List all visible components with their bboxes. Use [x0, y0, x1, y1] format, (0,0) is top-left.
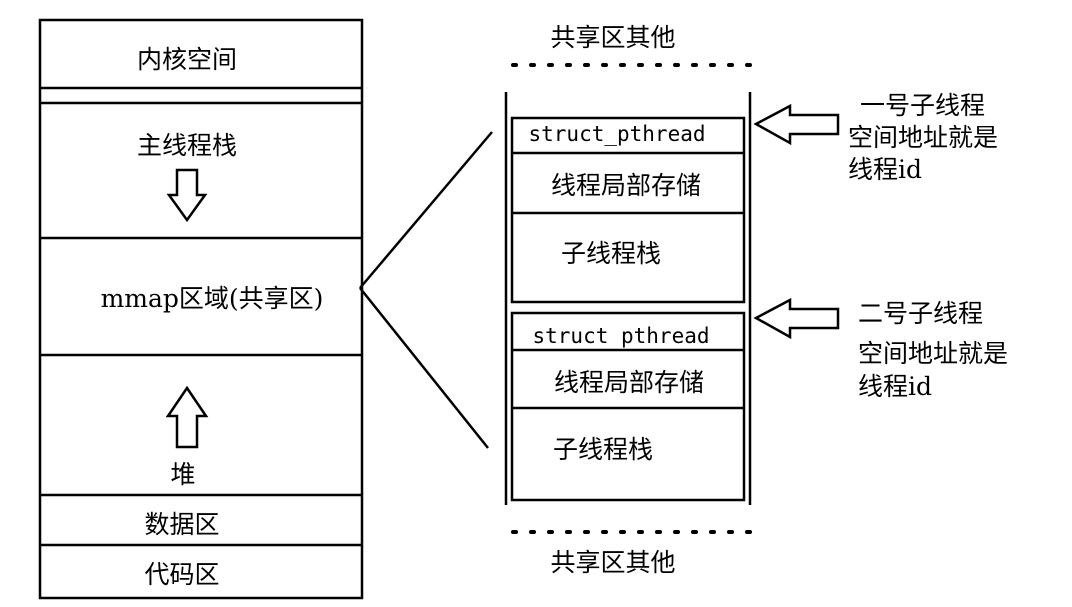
- arrow-left-icon: [753, 297, 840, 340]
- thread1-note-line3: 线程id: [848, 155, 922, 184]
- thread2-note-line1: 二号子线程: [858, 299, 984, 328]
- thread1-note-line1: 一号子线程: [860, 91, 986, 120]
- shared-other-top-label: 共享区其他: [550, 23, 676, 52]
- thread1-note-line2: 空间地址就是: [848, 123, 999, 152]
- data-segment-label: 数据区: [144, 510, 220, 539]
- code-segment-label: 代码区: [144, 560, 220, 589]
- arrow-left-icon: [753, 103, 840, 146]
- thread1-struct-label: struct_pthread: [528, 122, 706, 146]
- memory-column-border: [38, 18, 364, 600]
- thread2-block: [510, 311, 746, 502]
- arrow-down-icon: [166, 168, 208, 223]
- kernel-space-label: 内核空间: [136, 45, 238, 74]
- zoom-line-bottom: [359, 287, 489, 449]
- thread2-struct-label: struct pthread: [532, 324, 710, 348]
- thread1-block: [510, 116, 746, 304]
- thread2-note-line3: 线程id: [858, 372, 932, 401]
- thread1-tls-label: 线程局部存储: [550, 171, 702, 200]
- mmap-region-label: mmap区域(共享区): [100, 284, 324, 313]
- main-thread-stack-label: 主线程栈: [136, 131, 238, 160]
- thread2-tls-label: 线程局部存储: [553, 368, 705, 397]
- thread2-note-line2: 空间地址就是: [858, 339, 1009, 368]
- heap-label: 堆: [170, 460, 196, 489]
- zoom-line-top: [359, 131, 493, 289]
- thread1-stack-label: 子线程栈: [560, 239, 662, 268]
- shared-other-bottom-label: 共享区其他: [550, 548, 676, 577]
- arrow-up-icon: [165, 385, 209, 449]
- thread2-stack-label: 子线程栈: [552, 435, 654, 464]
